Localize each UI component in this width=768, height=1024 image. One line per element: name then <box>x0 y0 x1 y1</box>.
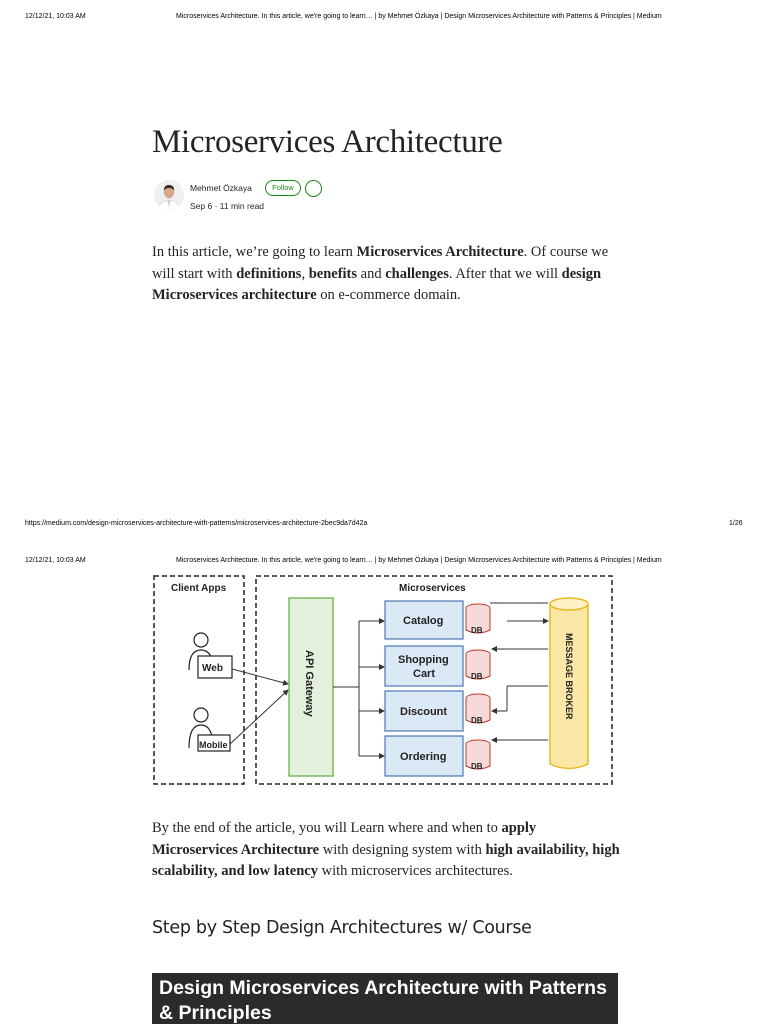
db-catalog-label: DB <box>471 626 483 635</box>
follow-button[interactable]: Follow <box>265 180 301 196</box>
service-shopping-cart <box>385 646 463 686</box>
print-url: https://medium.com/design-microservices-… <box>25 520 367 527</box>
web-label: Web <box>202 663 223 674</box>
service-shopping-label: Shopping <box>398 654 449 666</box>
client-apps-container <box>154 576 244 784</box>
message-broker-label: MESSAGE BROKER <box>564 633 574 720</box>
outro-paragraph: By the end of the article, you will Lear… <box>152 818 622 883</box>
api-gateway-label: API Gateway <box>303 650 315 718</box>
mobile-label: Mobile <box>199 740 228 750</box>
service-catalog-label: Catalog <box>403 615 443 627</box>
db-ordering-label: DB <box>471 762 483 771</box>
db-shopping-cart-label: DB <box>471 672 483 681</box>
print-datetime: 12/12/21, 10:03 AM <box>25 13 86 20</box>
article-title: Microservices Architecture <box>152 124 502 161</box>
course-banner-text: Design Microservices Architecture with P… <box>152 973 618 1024</box>
print-header: 12/12/21, 10:03 AM Microservices Archite… <box>0 10 768 24</box>
article-meta: Sep 6 · 11 min read <box>190 201 264 211</box>
print-doc-title: Microservices Architecture. In this arti… <box>176 557 662 564</box>
course-banner[interactable]: Design Microservices Architecture with P… <box>152 973 618 1024</box>
architecture-diagram: Client Apps Microservices Web Mobile API… <box>150 570 616 790</box>
microservices-label: Microservices <box>399 583 466 594</box>
print-footer: https://medium.com/design-microservices-… <box>0 517 768 531</box>
author-name[interactable]: Mehmet Özkaya <box>190 183 252 193</box>
service-cart-label: Cart <box>413 668 435 680</box>
print-page-number: 1/26 <box>729 520 743 527</box>
service-discount-label: Discount <box>400 706 447 718</box>
intro-paragraph: In this article, we’re going to learn Mi… <box>152 242 622 307</box>
print-header-page-2: 12/12/21, 10:03 AM Microservices Archite… <box>0 554 768 568</box>
db-discount-label: DB <box>471 716 483 725</box>
client-apps-label: Client Apps <box>171 583 227 594</box>
profile-ring-icon[interactable] <box>305 180 322 197</box>
print-datetime: 12/12/21, 10:03 AM <box>25 557 86 564</box>
service-ordering-label: Ordering <box>400 751 446 763</box>
author-avatar[interactable] <box>154 180 184 210</box>
print-doc-title: Microservices Architecture. In this arti… <box>176 13 662 20</box>
section-heading: Step by Step Design Architectures w/ Cou… <box>152 918 532 938</box>
